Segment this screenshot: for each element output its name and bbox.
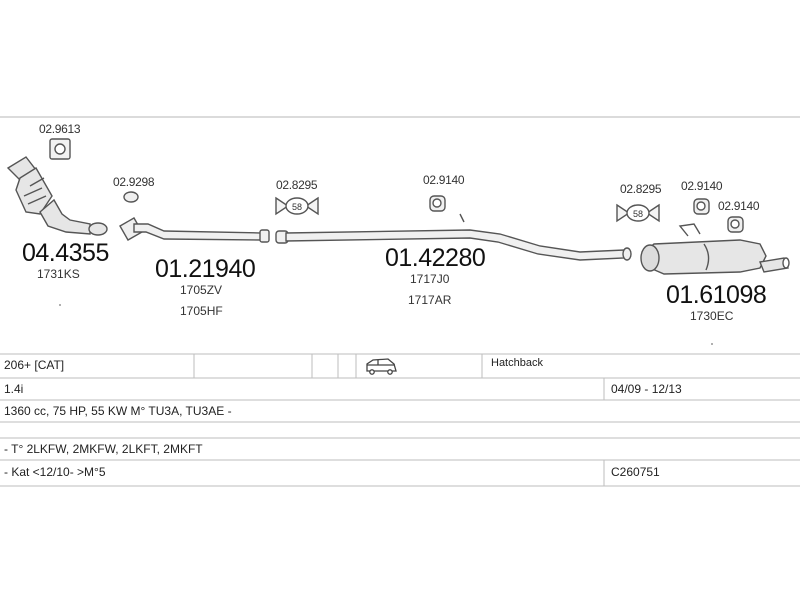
vehicle-model-cell: 206+ [CAT]: [4, 358, 65, 372]
part-number-label: 02.8295: [276, 178, 318, 192]
info-table-grid: [0, 353, 800, 487]
part-number-label: 02.9140: [423, 173, 465, 187]
catalytic-converter-icon: [6, 156, 108, 236]
engine-types-cell: - T° 2LKFW, 2MKFW, 2LKFT, 2MKFT: [4, 442, 203, 456]
clamp-icon: 58: [275, 196, 319, 216]
hanger-icon: [693, 198, 710, 215]
body-type-cell: Hatchback: [491, 357, 543, 369]
production-years-cell: 04/09 - 12/13: [611, 382, 682, 396]
clamp-size-label: 58: [633, 209, 643, 219]
part-number-label: 01.61098: [666, 281, 767, 309]
part-number-label: 02.9613: [39, 122, 81, 136]
hanger-icon: [429, 195, 465, 223]
reference-code-cell: C260751: [611, 465, 660, 479]
dot-mark: [711, 343, 713, 345]
engine-cell: 1.4i: [4, 382, 24, 396]
part-number-label: 04.4355: [22, 239, 109, 267]
car-icon: [366, 358, 397, 375]
gasket-icon: [119, 191, 143, 241]
clamp-size-label: 58: [292, 202, 302, 212]
front-pipe: [133, 223, 270, 243]
part-code-label: 1717AR: [408, 293, 452, 307]
part-code-label: 1731KS: [37, 267, 80, 281]
engine-spec-cell: 1360 cc, 75 HP, 55 KW M° TU3A, TU3AE -: [4, 404, 232, 418]
part-code-label: 1717J0: [410, 272, 450, 286]
part-number-label: 02.9140: [718, 199, 760, 213]
part-number-label: 02.8295: [620, 182, 662, 196]
gasket-icon: [49, 138, 71, 160]
part-code-label: 1705HF: [180, 304, 223, 318]
part-number-label: 02.9140: [681, 179, 723, 193]
middle-pipe: [275, 229, 632, 261]
part-number-label: 01.21940: [155, 255, 256, 283]
notes-cell: - Kat <12/10- >M°5: [4, 465, 106, 479]
part-code-label: 1730EC: [690, 309, 734, 323]
dot-mark: [59, 304, 61, 306]
muffler-icon: [640, 223, 790, 275]
clamp-icon: 58: [616, 203, 660, 223]
part-number-label: 02.9298: [113, 175, 155, 189]
hanger-icon: [727, 216, 744, 233]
part-code-label: 1705ZV: [180, 283, 223, 297]
part-number-label: 01.42280: [385, 244, 486, 272]
